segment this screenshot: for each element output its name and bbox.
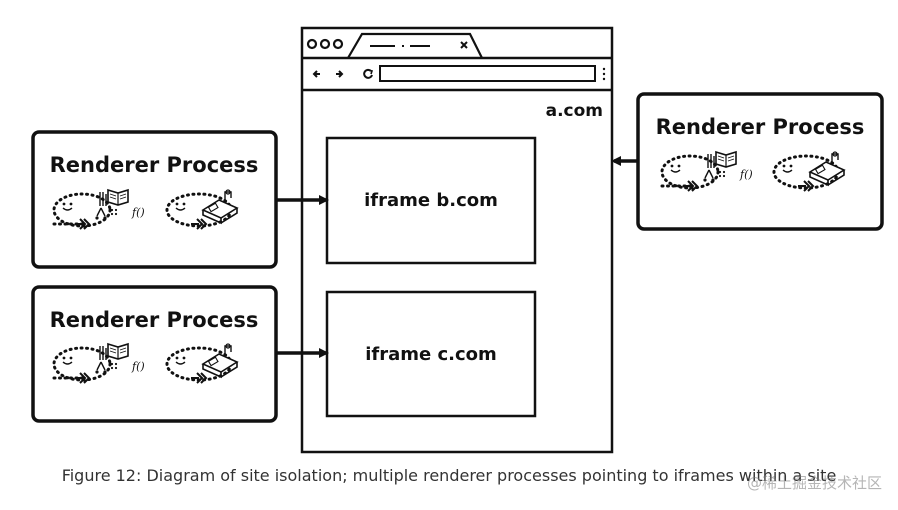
iframe-b-label: iframe b.com <box>364 190 498 211</box>
function-icon: f() <box>739 168 753 181</box>
forward-icon[interactable] <box>336 70 344 78</box>
close-icon[interactable] <box>460 41 468 49</box>
renderer-process-title: Renderer Process <box>50 308 259 332</box>
renderer-process-a: Renderer Process f() <box>636 92 884 231</box>
window-controls[interactable] <box>306 38 344 50</box>
menu-icon[interactable] <box>602 67 606 81</box>
address-bar[interactable] <box>379 65 596 82</box>
iframe-b: iframe b.com <box>325 136 537 265</box>
reload-icon[interactable] <box>363 68 374 79</box>
back-icon[interactable] <box>312 70 320 78</box>
renderer-process-title: Renderer Process <box>50 153 259 177</box>
site-label: a.com <box>546 101 603 121</box>
watermark: @稀土掘金技术社区 <box>746 474 882 492</box>
renderer-process-c: Renderer Process f() <box>31 285 278 423</box>
main-thread-loop-icon: f() <box>660 150 753 193</box>
browser-window: a.com iframe b.com iframe c.com <box>300 26 614 454</box>
browser-tab[interactable] <box>347 32 483 59</box>
figure-caption: Figure 12: Diagram of site isolation; mu… <box>61 466 837 485</box>
main-thread-loop-icon: f() <box>52 342 145 385</box>
renderer-process-title: Renderer Process <box>656 115 865 139</box>
renderer-process-b: Renderer Process f() <box>31 130 278 269</box>
iframe-c: iframe c.com <box>325 290 537 418</box>
function-icon: f() <box>131 360 145 373</box>
iframe-c-label: iframe c.com <box>365 344 497 365</box>
main-thread-loop-icon: f() <box>52 188 145 231</box>
function-icon: f() <box>131 206 145 219</box>
